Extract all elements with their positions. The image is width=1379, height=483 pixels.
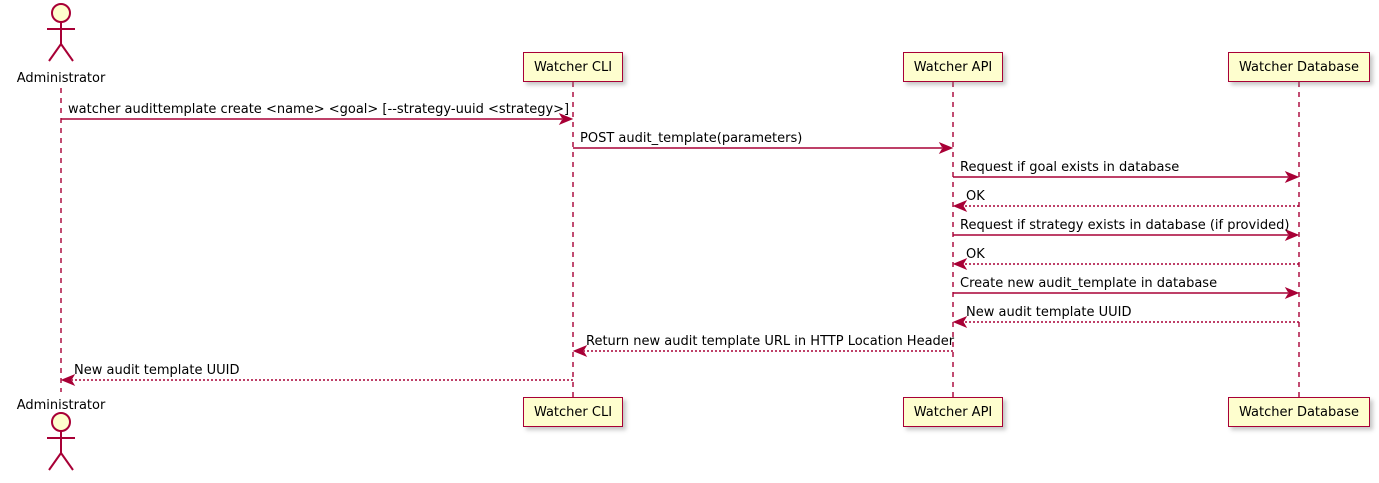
participant-label-watcher-database: Watcher Database (1239, 59, 1359, 75)
message-arrowhead-8 (952, 315, 968, 329)
participant-label-watcher-api: Watcher API (913, 404, 993, 420)
message-label-8: New audit template UUID (966, 305, 1132, 320)
message-label-5: Request if strategy exists in database (… (960, 218, 1290, 233)
participant-box-watcher-database-bottom[interactable]: Watcher Database (1228, 397, 1370, 427)
message-label-4: OK (966, 189, 985, 204)
participant-box-watcher-cli-top[interactable]: Watcher CLI (522, 52, 624, 82)
message-arrowhead-6 (952, 257, 968, 271)
message-label-9: Return new audit template URL in HTTP Lo… (586, 334, 955, 349)
message-label-6: OK (966, 247, 985, 262)
participant-label-watcher-database: Watcher Database (1239, 404, 1359, 420)
message-arrows-group (60, 112, 1300, 387)
actor-label-administrator-bottom: Administrator (16, 398, 106, 413)
message-label-3: Request if goal exists in database (960, 160, 1180, 175)
participant-box-watcher-database-top[interactable]: Watcher Database (1228, 52, 1370, 82)
participant-label-watcher-cli: Watcher CLI (533, 59, 613, 75)
message-label-7: Create new audit_template in database (960, 276, 1218, 291)
actor-figures-group (47, 3, 75, 471)
message-label-10: New audit template UUID (74, 363, 240, 378)
message-arrowhead-10 (60, 373, 76, 387)
participant-box-watcher-cli-bottom[interactable]: Watcher CLI (522, 397, 624, 427)
message-label-1: watcher audittemplate create <name> <goa… (68, 102, 570, 117)
participant-box-watcher-api-bottom[interactable]: Watcher API (902, 397, 1004, 427)
participant-label-watcher-cli: Watcher CLI (533, 404, 613, 420)
actor-figure-administrator-bottom (47, 412, 75, 471)
message-arrowhead-1 (558, 112, 574, 126)
actor-label-administrator-top: Administrator (16, 71, 106, 86)
participant-label-watcher-api: Watcher API (913, 59, 993, 75)
participant-box-watcher-api-top[interactable]: Watcher API (902, 52, 1004, 82)
actor-figure-administrator-top (47, 3, 75, 62)
message-arrowhead-2 (938, 141, 954, 155)
message-arrowhead-9 (572, 344, 588, 358)
message-label-2: POST audit_template(parameters) (580, 131, 803, 146)
lifelines-group (60, 82, 1300, 397)
message-arrowhead-3 (1284, 170, 1300, 184)
message-arrowhead-5 (1284, 228, 1300, 242)
message-arrowhead-4 (952, 199, 968, 213)
message-arrowhead-7 (1284, 286, 1300, 300)
